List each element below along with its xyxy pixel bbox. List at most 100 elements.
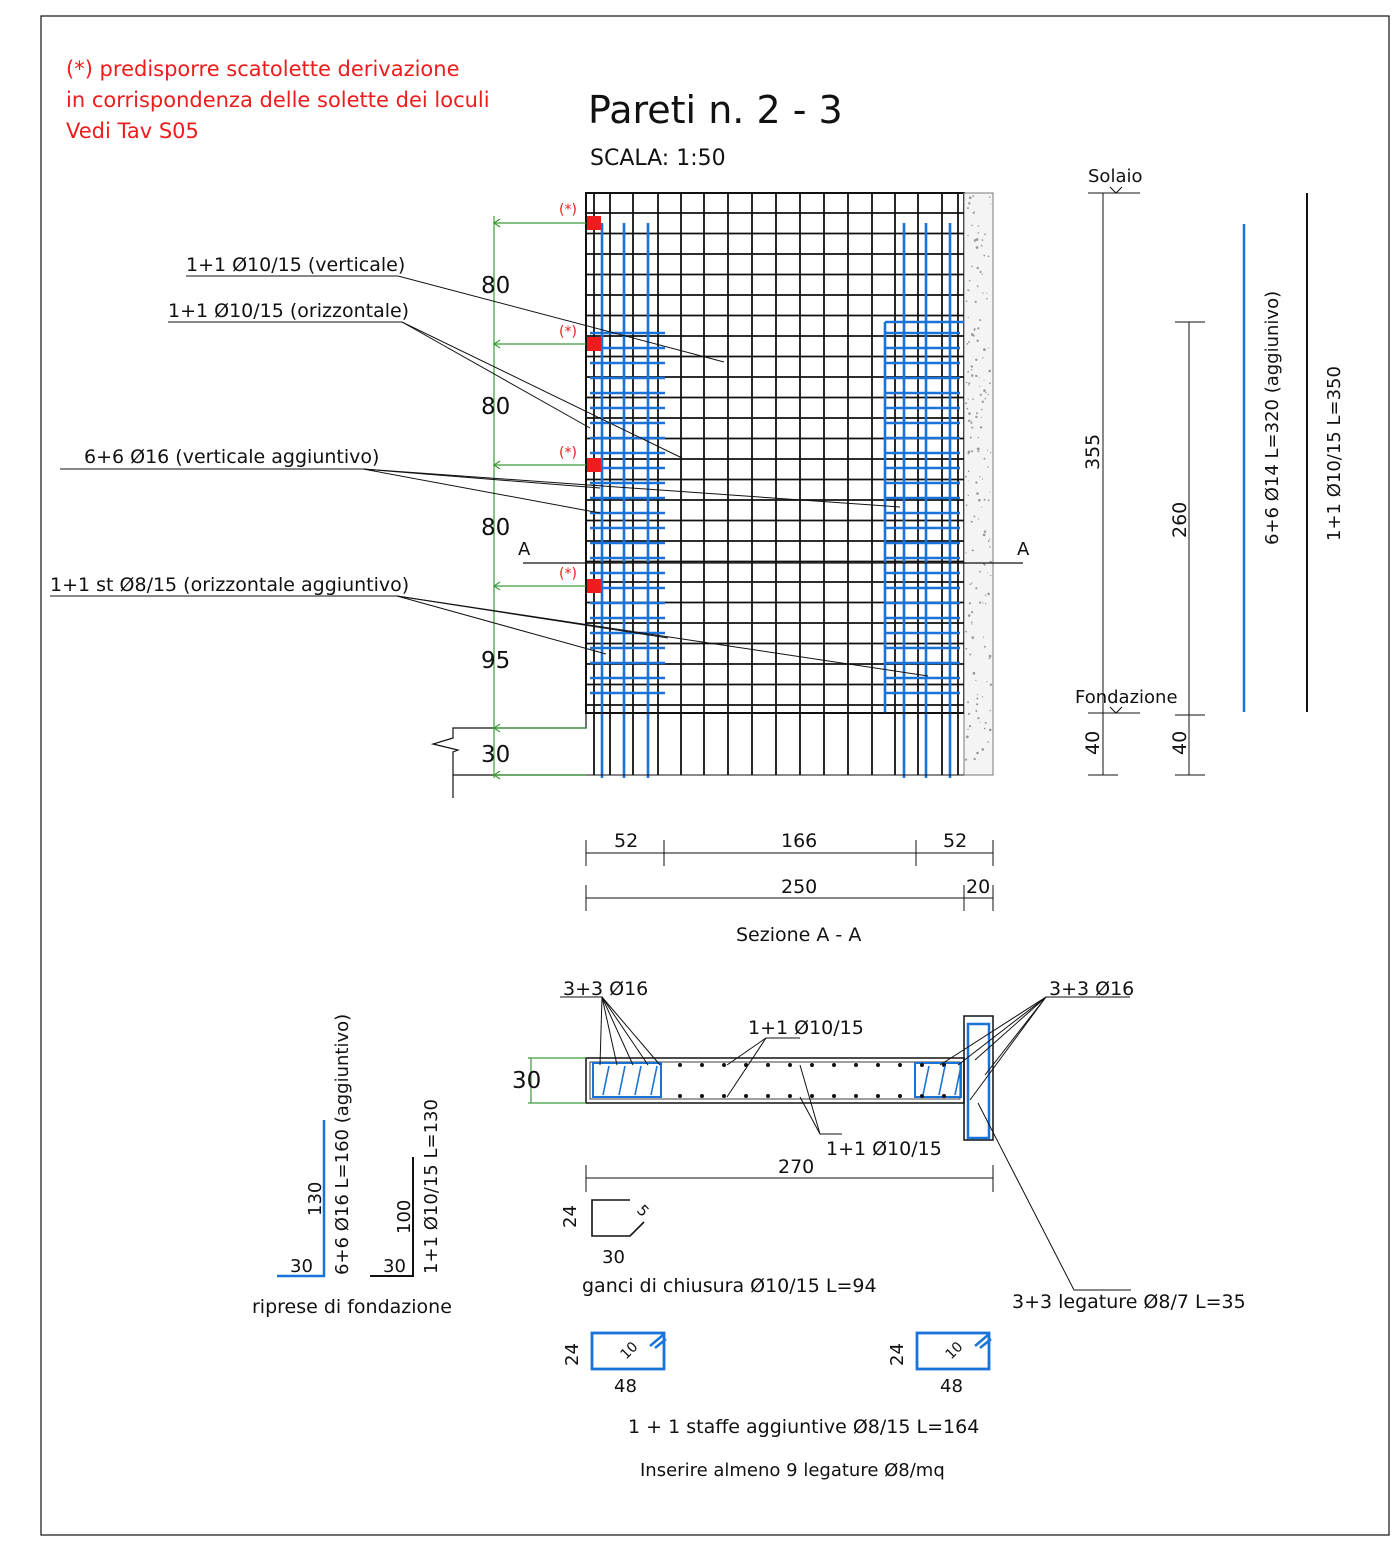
stirrup-right-h: 24 — [887, 1343, 908, 1366]
concrete-speckle — [976, 412, 978, 415]
concrete-speckle — [967, 370, 970, 373]
concrete-speckle — [979, 570, 981, 573]
concrete-speckle — [971, 420, 973, 422]
concrete-speckle — [976, 697, 979, 700]
section-bar-dot — [678, 1063, 682, 1067]
section-drawing — [585, 1015, 994, 1141]
section-bar-dot — [920, 1063, 924, 1067]
stirrup-left-hook: 10 — [618, 1339, 642, 1363]
section-bar-dot — [810, 1063, 814, 1067]
stirrups-caption: 1 + 1 staffe aggiuntive Ø8/15 L=164 — [628, 1416, 979, 1438]
concrete-speckle — [979, 476, 981, 478]
section-bar-dot — [898, 1063, 902, 1067]
dim-80-1: 80 — [481, 273, 510, 299]
foundation-starters: 130 6+6 Ø16 L=160 (aggiuntivo) 30 100 1+… — [252, 1014, 452, 1318]
dim-355: 355 — [1082, 434, 1104, 470]
concrete-speckle — [981, 273, 983, 275]
concrete-speckle — [987, 393, 989, 396]
concrete-speckle — [976, 751, 979, 755]
concrete-speckle — [965, 300, 968, 303]
stirrup-right-hook: 10 — [943, 1339, 967, 1363]
concrete-speckle — [973, 549, 975, 552]
concrete-speckle — [986, 681, 988, 683]
concrete-speckle — [968, 412, 971, 415]
concrete-speckle — [971, 549, 974, 552]
section-mark-left: A — [518, 539, 531, 560]
concrete-speckle — [967, 450, 971, 454]
sheet-border — [40, 15, 1390, 1536]
section-bar-dot — [788, 1063, 792, 1067]
concrete-speckle — [983, 389, 986, 392]
concrete-speckle — [965, 630, 968, 633]
concrete-speckle — [968, 279, 971, 282]
concrete-speckle — [970, 333, 974, 336]
section-tie — [602, 1065, 610, 1096]
concrete-speckle — [968, 725, 972, 728]
concrete-speckle — [979, 270, 982, 274]
starter-black-label: 1+1 Ø10/15 L=130 — [421, 1099, 442, 1274]
horizontal-bars — [586, 212, 964, 706]
concrete-speckle — [979, 721, 981, 723]
concrete-speckle — [983, 348, 986, 351]
concrete-speckle — [984, 721, 987, 724]
concrete-speckle — [967, 452, 970, 455]
dim-80-3: 80 — [481, 515, 510, 541]
concrete-speckle — [965, 402, 968, 405]
concrete-speckle — [985, 603, 987, 605]
section-bar-dot — [766, 1063, 770, 1067]
section-tie — [922, 1065, 930, 1096]
ties-caption: 3+3 legature Ø8/7 L=35 — [1012, 1291, 1246, 1313]
note-line-1: (*) predisporre scatolette derivazione — [66, 57, 460, 81]
concrete-speckle — [973, 328, 976, 331]
concrete-speckle — [973, 211, 975, 213]
black-bar-label: 1+1 Ø10/15 L=350 — [1324, 366, 1345, 541]
label-mesh-top: 1+1 Ø10/15 — [748, 1017, 864, 1039]
concrete-speckle — [970, 368, 973, 371]
concrete-speckle — [987, 592, 990, 596]
scale-label: SCALA: 1:50 — [590, 146, 726, 171]
leader-lines — [50, 275, 929, 677]
junction-box-2 — [587, 337, 601, 351]
concrete-speckle — [976, 448, 978, 450]
concrete-speckle — [967, 494, 969, 496]
concrete-speckle — [983, 498, 986, 501]
concrete-speckle — [984, 233, 986, 236]
section-bar-dot — [722, 1063, 726, 1067]
junction-box-1 — [587, 216, 601, 230]
concrete-speckle — [989, 709, 991, 712]
label-vertical: 1+1 Ø10/15 (verticale) — [186, 254, 405, 276]
concrete-edge — [963, 192, 994, 776]
blue-bar-label: 6+6 Ø14 L=320 (aggiunivo) — [1262, 291, 1283, 545]
concrete-speckle — [967, 419, 971, 422]
concrete-speckle — [988, 654, 992, 658]
section-title: Sezione A - A — [736, 924, 861, 946]
section-bar-dot — [722, 1094, 726, 1098]
concrete-speckle — [971, 450, 974, 453]
column-stirrup — [966, 1022, 991, 1140]
concrete-speckle — [967, 701, 969, 704]
stirrup-left-shape — [590, 1331, 666, 1371]
starter-blue-base: 30 — [290, 1256, 313, 1277]
concrete-speckle — [976, 703, 979, 706]
concrete-speckle — [971, 265, 973, 268]
concrete-speckle — [989, 546, 991, 548]
concrete-speckle — [989, 452, 992, 454]
concrete-speckle — [979, 393, 982, 396]
concrete-speckle — [989, 382, 991, 385]
section-bar-dot — [810, 1094, 814, 1098]
concrete-speckle — [982, 357, 984, 359]
section-inner — [589, 1061, 961, 1100]
section-length-dim — [585, 1165, 994, 1192]
dim-30: 30 — [481, 742, 510, 768]
section-bar-dot — [876, 1094, 880, 1098]
concrete-speckle — [987, 741, 989, 743]
section-labels: 3+3 Ø16 3+3 Ø16 1+1 Ø10/15 1+1 Ø10/15 — [563, 978, 1134, 1160]
concrete-speckles — [965, 195, 993, 761]
concrete-speckle — [968, 202, 971, 205]
concrete-speckle — [967, 480, 969, 482]
section-ties — [602, 1065, 962, 1096]
section-length: 270 — [778, 1156, 814, 1178]
left-stirrup — [592, 1062, 662, 1098]
additional-bars-blue — [590, 223, 964, 778]
